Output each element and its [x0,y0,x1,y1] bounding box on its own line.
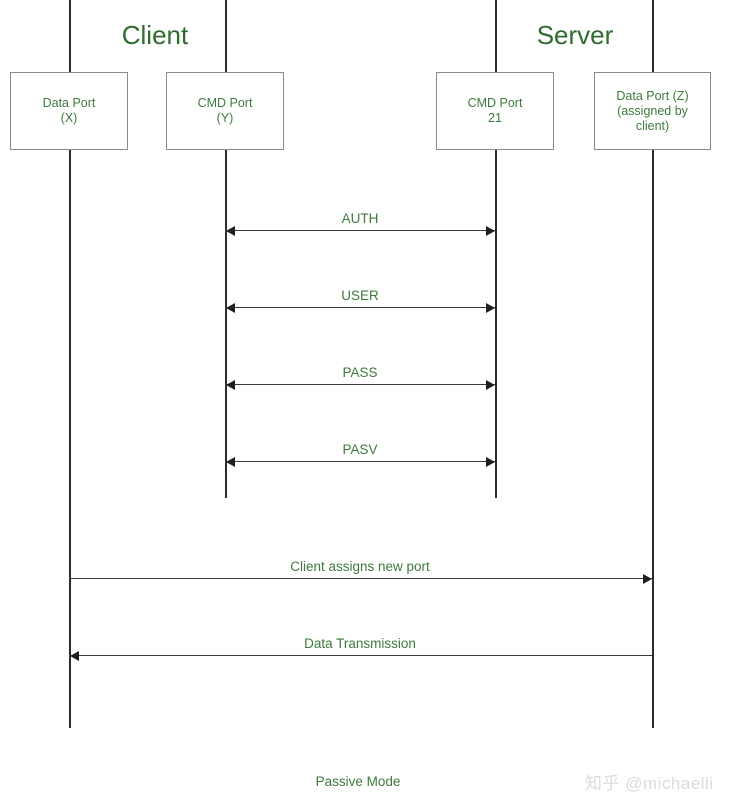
message-line-pass [225,384,495,385]
lifeline-server-data-port [652,0,654,728]
port-box-line: Data Port (Z) [616,88,689,103]
group-title-server: Server [536,20,614,50]
port-box-line: (X) [60,111,78,125]
message-line-client-assigns-new-port [69,578,652,579]
port-box-line: 21 [488,111,502,125]
lifeline-client-data-port [69,0,71,728]
arrowhead-right-icon [486,302,495,313]
watermark-text: 知乎 @michaelli [585,774,714,793]
diagram-caption: Passive Mode [315,774,401,789]
message-label-pasv: PASV [342,442,378,457]
arrowhead-left-icon [226,456,235,467]
message-line-data-transmission [69,655,652,656]
arrowhead-left-icon [70,650,79,661]
arrowhead-right-icon [486,225,495,236]
message-label-data-transmission: Data Transmission [304,636,416,651]
group-title-client: Client [121,20,189,50]
message-label-pass: PASS [342,365,378,380]
port-box-client-cmd-port: CMD Port (Y) [166,72,284,150]
arrowhead-right-icon [486,379,495,390]
lifeline-client-cmd-port [225,0,227,498]
port-box-line: CMD Port [197,96,253,110]
arrowhead-left-icon [226,302,235,313]
lifeline-server-cmd-port [495,0,497,498]
message-label-auth: AUTH [341,211,379,226]
message-label-user: USER [341,288,379,303]
arrowhead-left-icon [226,225,235,236]
port-box-line: CMD Port [467,96,523,110]
message-line-pasv [225,461,495,462]
arrowhead-left-icon [226,379,235,390]
port-box-line: (Y) [216,111,234,125]
port-box-server-cmd-port: CMD Port 21 [436,72,554,150]
port-box-client-data-port: Data Port (X) [10,72,128,150]
port-box-server-data-port: Data Port (Z) (assigned by client) [594,72,711,150]
message-label-client-assigns-new-port: Client assigns new port [290,559,430,574]
arrowhead-right-icon [486,456,495,467]
port-box-line: client) [635,118,670,133]
message-line-user [225,307,495,308]
message-line-auth [225,230,495,231]
port-box-line: (assigned by [617,103,688,118]
arrowhead-right-icon [643,573,652,584]
port-box-line: Data Port [42,96,96,110]
